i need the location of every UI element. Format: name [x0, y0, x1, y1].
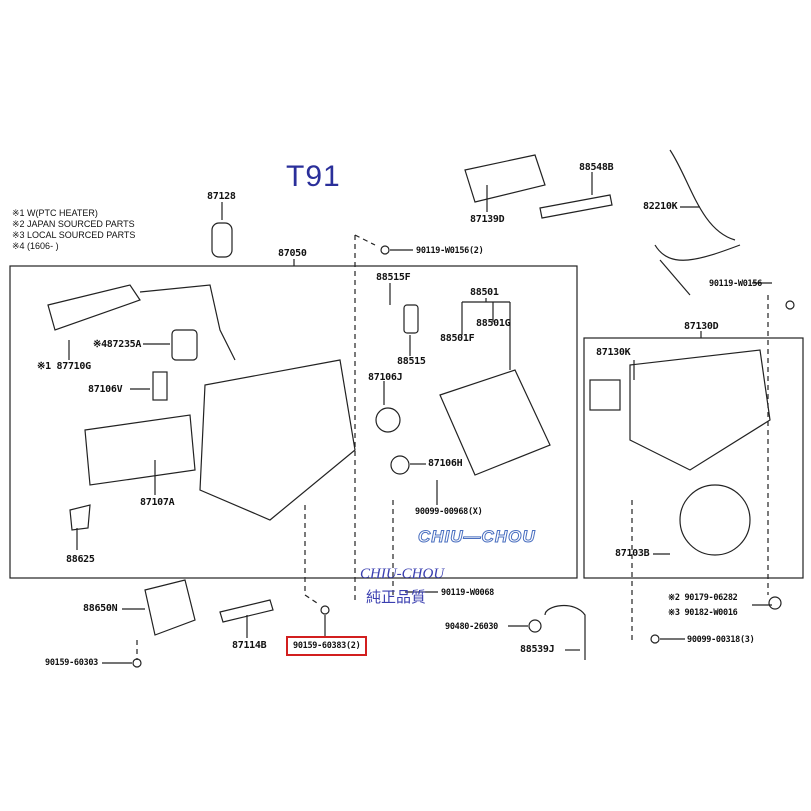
part-label[interactable]: 90099-00968(X) — [415, 507, 483, 517]
part-87128-grommet — [211, 222, 233, 258]
part-88625 — [69, 504, 91, 531]
heater-wire — [139, 284, 236, 361]
part-87106v-actuator — [152, 371, 168, 401]
part-label[interactable]: 87107A — [140, 497, 175, 508]
part-label[interactable]: 88501G — [476, 318, 511, 329]
part-label[interactable]: 90099-00318(3) — [687, 635, 755, 645]
part-label[interactable]: 87106J — [368, 372, 403, 383]
part-label[interactable]: 87130D — [684, 321, 719, 332]
part-label[interactable]: 88515F — [376, 272, 411, 283]
part-87106h-actuator — [390, 455, 410, 475]
part-87130d-blower-case — [629, 349, 771, 471]
part-87139d-filter — [464, 154, 546, 203]
part-label[interactable]: 87114B — [232, 640, 267, 651]
part-88539j-hose — [544, 605, 586, 660]
part-87050-hvac-unit — [199, 359, 356, 521]
part-label[interactable]: 88539J — [520, 644, 555, 655]
part-label[interactable]: 90159-60303 — [45, 658, 98, 668]
part-label[interactable]: 88515 — [397, 356, 426, 367]
part-88548b-cover — [539, 194, 613, 219]
assembly-box-87130d — [583, 337, 804, 579]
part-label[interactable]: 87106H — [428, 458, 463, 469]
part-label[interactable]: 88548B — [579, 162, 614, 173]
part-label[interactable]: ※487235A — [93, 339, 142, 350]
part-87710g-ptc-heater — [47, 284, 141, 331]
part-label[interactable]: 90480-26030 — [445, 622, 498, 632]
part-87235a — [171, 329, 198, 361]
bolt-90099-00318 — [650, 634, 660, 644]
bolt-90159-60303 — [132, 658, 142, 668]
part-82210k-harness — [654, 149, 741, 296]
bolt-90119-w0156 — [785, 300, 795, 310]
part-label[interactable]: 88501F — [440, 333, 475, 344]
part-label[interactable]: 87103B — [615, 548, 650, 559]
part-label[interactable]: ※1 87710G — [37, 361, 91, 372]
part-label[interactable]: 90119-W0068 — [441, 588, 494, 598]
part-label[interactable]: 87106V — [88, 384, 123, 395]
part-label[interactable]: 87128 — [207, 191, 236, 202]
part-88650n-module — [144, 579, 196, 636]
watermark-handwritten: CHIU-CHOU — [360, 566, 445, 582]
part-label[interactable]: 90119-W0156(2) — [416, 246, 484, 256]
watermark-chinese: 純正品質 — [366, 590, 427, 606]
part-label[interactable]: 87139D — [470, 214, 505, 225]
part-87114b — [219, 599, 274, 623]
part-88515-valve — [403, 304, 419, 334]
part-87106j-actuator — [375, 407, 401, 433]
bolt-90159-60383 — [320, 605, 330, 615]
note-1: ※1 W(PTC HEATER) — [12, 208, 98, 218]
part-label[interactable]: 90119-W0156 — [709, 279, 762, 289]
part-label[interactable]: 88501 — [470, 287, 499, 298]
part-label[interactable]: 82210K — [643, 201, 678, 212]
part-87107a-heater-core — [84, 414, 196, 486]
clip-90480-26030 — [528, 619, 542, 633]
watermark-brand: CHIU—CHOU — [418, 527, 536, 547]
note-4: ※4 (1606- ) — [12, 241, 59, 251]
part-label[interactable]: ※3 90182-W0016 — [668, 608, 738, 618]
dashed-leaders — [136, 234, 769, 660]
diagram-title: T91 — [286, 160, 341, 193]
part-87130k-actuator — [589, 379, 621, 411]
part-87103b-blower-motor — [679, 484, 751, 556]
part-label[interactable]: 87130K — [596, 347, 631, 358]
leader-lines — [68, 172, 772, 664]
part-label[interactable]: ※2 90179-06282 — [668, 593, 738, 603]
note-2: ※2 JAPAN SOURCED PARTS — [12, 219, 135, 229]
part-label[interactable]: 88625 — [66, 554, 95, 565]
nut-90179-06282 — [768, 596, 782, 610]
note-3: ※3 LOCAL SOURCED PARTS — [12, 230, 136, 240]
part-label[interactable]: 87050 — [278, 248, 307, 259]
bolt-90119-w0156-2 — [380, 245, 390, 255]
highlighted-part-label[interactable]: 90159-60383(2) — [286, 636, 368, 656]
part-88501-evaporator — [439, 369, 551, 476]
part-label[interactable]: 88650N — [83, 603, 118, 614]
